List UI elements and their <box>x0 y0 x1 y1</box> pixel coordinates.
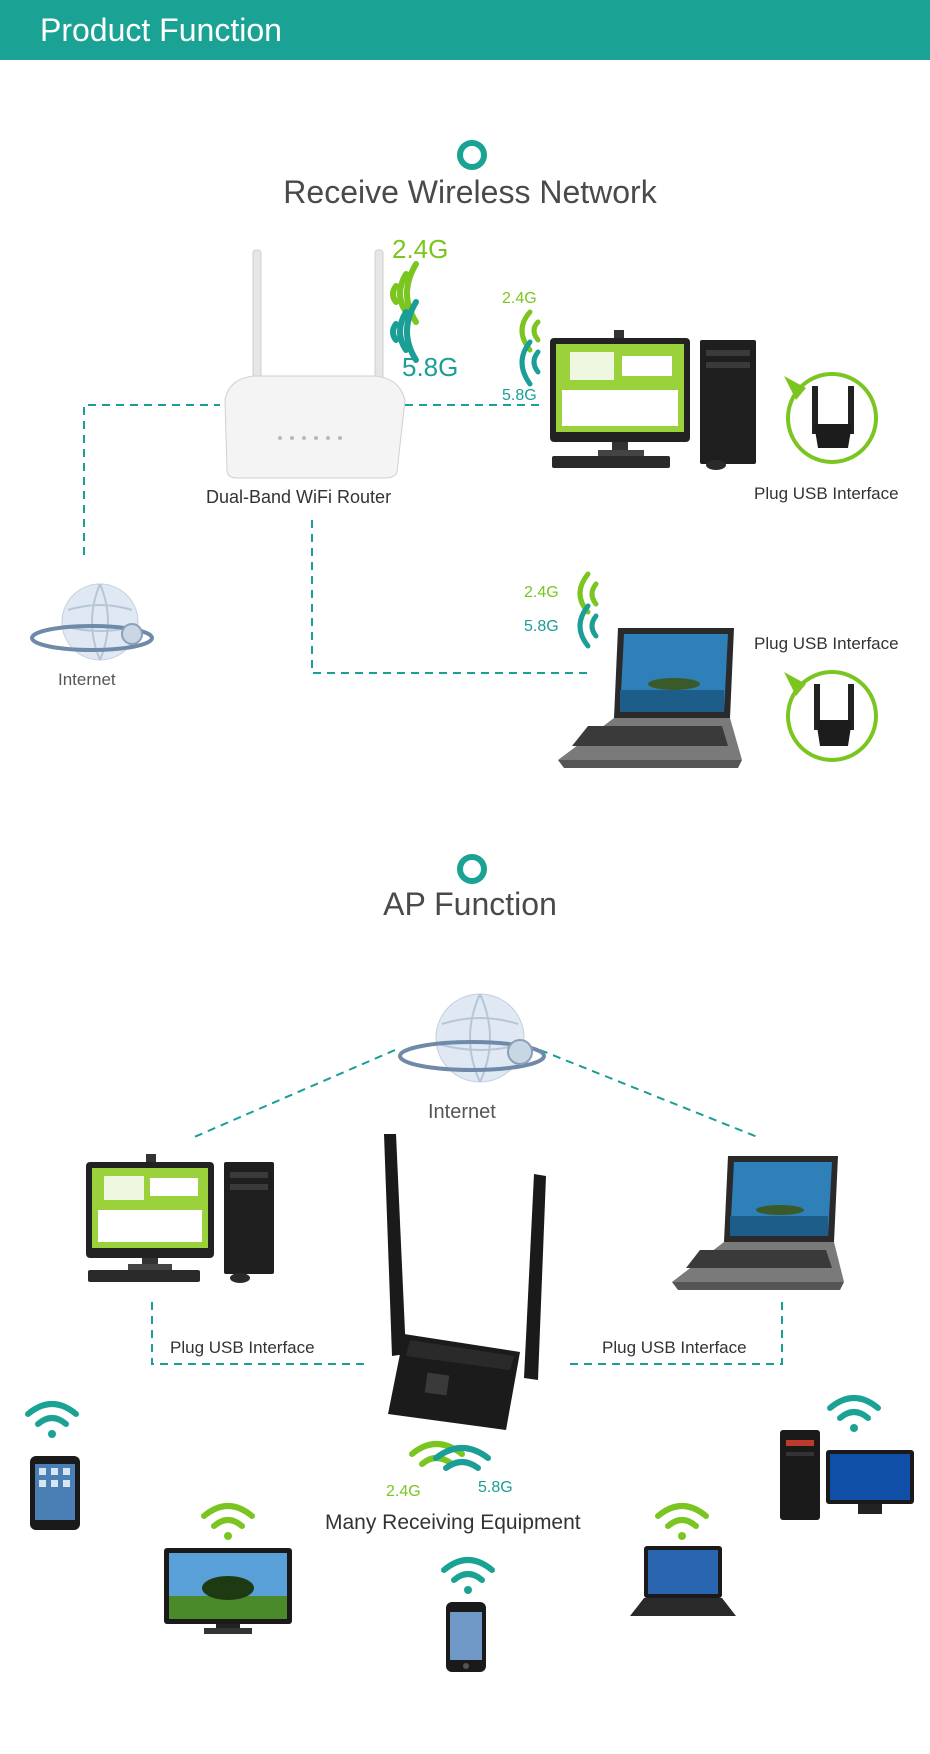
usb-adapter-icon-desktop <box>784 372 878 464</box>
tv-image <box>164 1548 292 1634</box>
laptop-band-58: 5.8G <box>524 618 559 635</box>
internet-label-1: Internet <box>58 670 116 689</box>
receiving-equipment-label: Many Receiving Equipment <box>325 1511 581 1534</box>
router-image <box>224 249 406 479</box>
desktop-computer-image-2 <box>86 1154 274 1283</box>
wifi-icon-pc <box>827 1395 881 1432</box>
plug-usb-label-desktop: Plug USB Interface <box>754 484 899 503</box>
netbook-image <box>630 1546 736 1616</box>
section2-bullet-icon <box>457 854 487 884</box>
center-wifi-signal-icon <box>409 1441 491 1471</box>
wifi-icon-netbook <box>655 1503 709 1540</box>
plug-usb-label-left: Plug USB Interface <box>170 1338 315 1357</box>
wifi-icon-phone <box>441 1557 495 1594</box>
internet-label-2: Internet <box>428 1101 496 1123</box>
desktop-band-58: 5.8G <box>502 387 537 404</box>
header-bar <box>0 0 930 60</box>
center-band-58: 5.8G <box>478 1479 513 1496</box>
laptop-wifi-signal-icon <box>577 571 599 649</box>
wifi-icon-tablet <box>25 1401 79 1438</box>
laptop-image-1 <box>558 628 742 768</box>
center-band-24: 2.4G <box>386 1483 421 1500</box>
internet-globe-icon-1 <box>30 583 154 661</box>
plug-usb-label-laptop: Plug USB Interface <box>754 634 899 653</box>
plug-usb-label-right: Plug USB Interface <box>602 1338 747 1357</box>
router-wifi-signal-icon <box>390 261 419 363</box>
desktop-band-24: 2.4G <box>502 290 537 307</box>
section1-title: Receive Wireless Network <box>283 174 657 210</box>
section2-title: AP Function <box>383 886 557 922</box>
section1-bullet-icon <box>457 140 487 170</box>
laptop-image-2 <box>672 1156 844 1290</box>
usb-wifi-adapter-image <box>384 1134 546 1430</box>
laptop-band-24: 2.4G <box>524 584 559 601</box>
desktop-computer-image <box>550 330 756 470</box>
phone-image <box>446 1602 486 1672</box>
wifi-icon-tv <box>201 1503 255 1540</box>
tablet-image <box>30 1456 80 1530</box>
section1-connection-lines <box>83 404 590 674</box>
router-band-24: 2.4G <box>392 234 449 264</box>
router-label: Dual-Band WiFi Router <box>206 487 392 507</box>
desktop-wifi-signal-icon <box>519 309 541 387</box>
usb-adapter-icon-laptop <box>784 670 878 762</box>
header-title: Product Function <box>40 12 282 48</box>
internet-globe-icon-2 <box>398 993 546 1083</box>
gaming-pc-image <box>780 1430 914 1520</box>
